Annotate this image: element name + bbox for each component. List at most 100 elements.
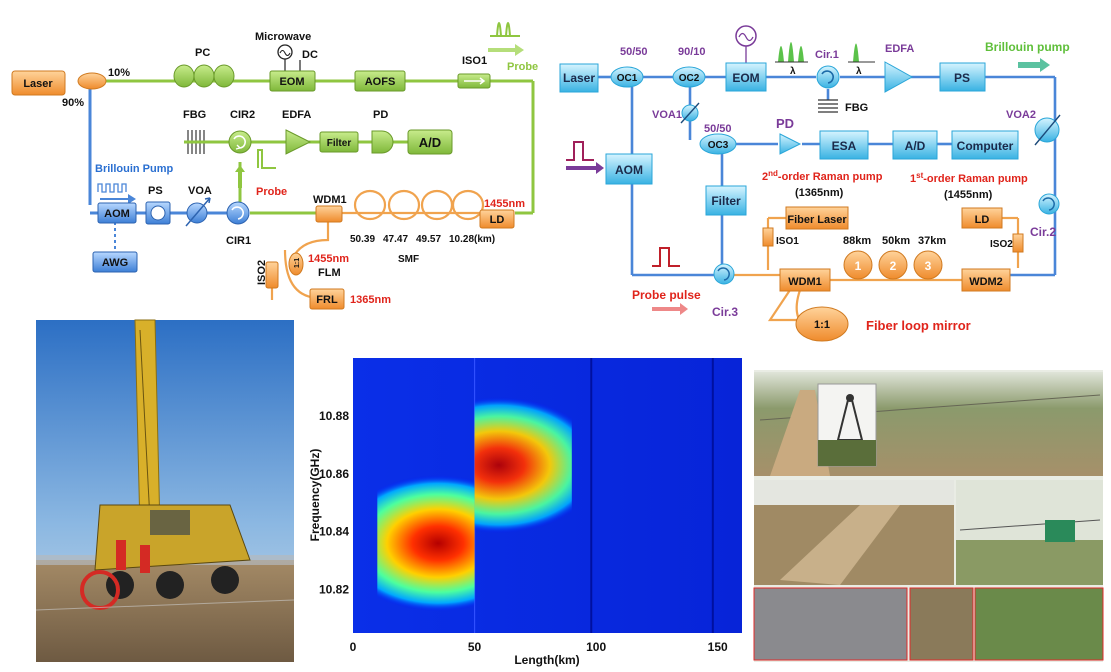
y-tick-label: 10.84 <box>319 525 349 539</box>
ground-strip-2 <box>910 588 973 660</box>
circulator-right-icon <box>816 65 840 89</box>
span-37-label: 37km <box>918 235 946 247</box>
pc-label: PC <box>195 47 210 59</box>
edfa-right-icon <box>884 61 914 93</box>
aom-pulse-icon <box>566 141 594 161</box>
x-tick-label: 0 <box>350 640 357 654</box>
wdm1-label: WDM1 <box>313 194 347 206</box>
ground-strip-1 <box>754 588 907 660</box>
eom-right-label: EOM <box>732 71 759 85</box>
y-axis-label: Frequency(GHz) <box>308 449 322 542</box>
oc3-label: OC3 <box>708 140 729 151</box>
frl-box <box>309 288 345 310</box>
ld-right-label: LD <box>975 214 990 226</box>
microwave-label: Microwave <box>255 31 311 43</box>
circulator-icon <box>228 130 252 154</box>
computer-label: Computer <box>957 139 1014 153</box>
esa-box <box>819 130 869 160</box>
aom-box <box>97 202 137 224</box>
ld-wavelength-label: 1455nm <box>484 198 525 210</box>
voa2-label: VOA2 <box>1006 109 1036 121</box>
span-50-label: 50km <box>882 235 910 247</box>
laser-right-label: Laser <box>563 71 595 85</box>
voa-label: VOA <box>188 185 212 197</box>
flm-coupler-icon <box>288 252 304 276</box>
ground-strip-3 <box>975 588 1103 660</box>
y-tick-label: 10.86 <box>319 467 349 481</box>
aofs-label: AOFS <box>365 76 396 88</box>
oc2-ratio-label: 90/10 <box>678 46 706 58</box>
fiber-laser-box <box>785 206 849 230</box>
fbg-right-icon <box>818 99 838 113</box>
frl-wavelength-label: 1365nm <box>350 294 391 306</box>
span-2-label: 47.47 <box>383 234 408 245</box>
y-tick-label: 10.82 <box>319 583 349 597</box>
right-setup-diagram: Laser 50/50 OC1 90/10 OC2 EOM λ λ Cir.1 <box>559 25 1070 342</box>
fiber-spools <box>843 250 943 280</box>
iso1-right-icon <box>762 227 774 247</box>
circulator-1-icon <box>226 201 250 225</box>
oc3-ratio-label: 50/50 <box>704 123 732 135</box>
cir1-label: CIR1 <box>226 235 251 247</box>
awg-label: AWG <box>102 257 128 269</box>
field-photo-collage <box>753 370 1104 662</box>
edfa-right-label: EDFA <box>885 43 914 55</box>
fbg-right-label: FBG <box>845 102 868 114</box>
wdm1-box-right <box>779 268 831 292</box>
ld-box-right <box>961 207 1003 229</box>
aom-right-label: AOM <box>615 163 643 177</box>
iso1-right-label: ISO1 <box>776 236 799 247</box>
computer-box <box>951 130 1019 160</box>
amplifier-icon <box>285 129 312 155</box>
raman2-wavelength-label: (1365nm) <box>795 187 844 199</box>
pulse-train-icon <box>97 183 127 193</box>
probe-mid-label: Probe <box>256 186 287 198</box>
cir2-right-label: Cir.2 <box>1030 225 1056 239</box>
lambda-1-label: λ <box>790 66 796 77</box>
pd-right-label: PD <box>776 116 794 131</box>
laser-box <box>11 70 66 96</box>
awg-box <box>92 251 138 273</box>
loop-coupler <box>795 306 849 342</box>
coupler-icon <box>77 72 107 90</box>
ps-label: PS <box>148 185 163 197</box>
aom-box-right <box>605 153 653 185</box>
polarization-controller-icon <box>173 64 235 88</box>
ld-label: LD <box>490 214 505 226</box>
field-photo-crane <box>35 319 295 662</box>
cir1-right-label: Cir.1 <box>815 49 839 61</box>
frl-label: FRL <box>316 294 338 306</box>
y-tick-label: 10.88 <box>319 409 349 423</box>
span-3-label: 49.57 <box>416 234 441 245</box>
cir2-label: CIR2 <box>230 109 255 121</box>
loop-ratio-label: 1:1 <box>814 319 830 331</box>
split-90-label: 90% <box>62 97 84 109</box>
oc2-label: OC2 <box>679 73 700 84</box>
filter-label: Filter <box>327 138 352 149</box>
oc3-coupler <box>699 133 737 155</box>
ps-right-label: PS <box>954 71 970 85</box>
spool-1-label: 1 <box>855 259 862 273</box>
x-tick-label: 50 <box>468 640 482 654</box>
pump-arrow-icon <box>1018 58 1050 72</box>
ld-box <box>479 209 515 229</box>
aofs-box <box>354 70 406 92</box>
esa-label: ESA <box>832 139 857 153</box>
ad-box-right <box>892 130 938 160</box>
left-setup-diagram: Laser 10% 90% PC Microwave DC EOM AOFS I… <box>11 22 538 310</box>
x-tick-label: 100 <box>586 640 606 654</box>
sideband-spectrum-icon <box>775 42 875 63</box>
cir3-label: Cir.3 <box>712 305 738 319</box>
probe-top-label: Probe <box>507 61 538 73</box>
iso2-right-label: ISO2 <box>990 239 1013 250</box>
x-axis-label: Length(km) <box>514 653 579 667</box>
circulator-2-icon <box>1038 193 1060 215</box>
probe-pulse-label: Probe pulse <box>632 288 701 302</box>
aom-label: AOM <box>104 208 130 220</box>
brillouin-pump-label: Brillouin Pump <box>95 163 174 175</box>
filter-right-label: Filter <box>711 194 741 208</box>
iso2-label: ISO2 <box>256 260 268 285</box>
wdm2-box <box>961 268 1011 292</box>
isolator-2-icon <box>265 261 279 289</box>
